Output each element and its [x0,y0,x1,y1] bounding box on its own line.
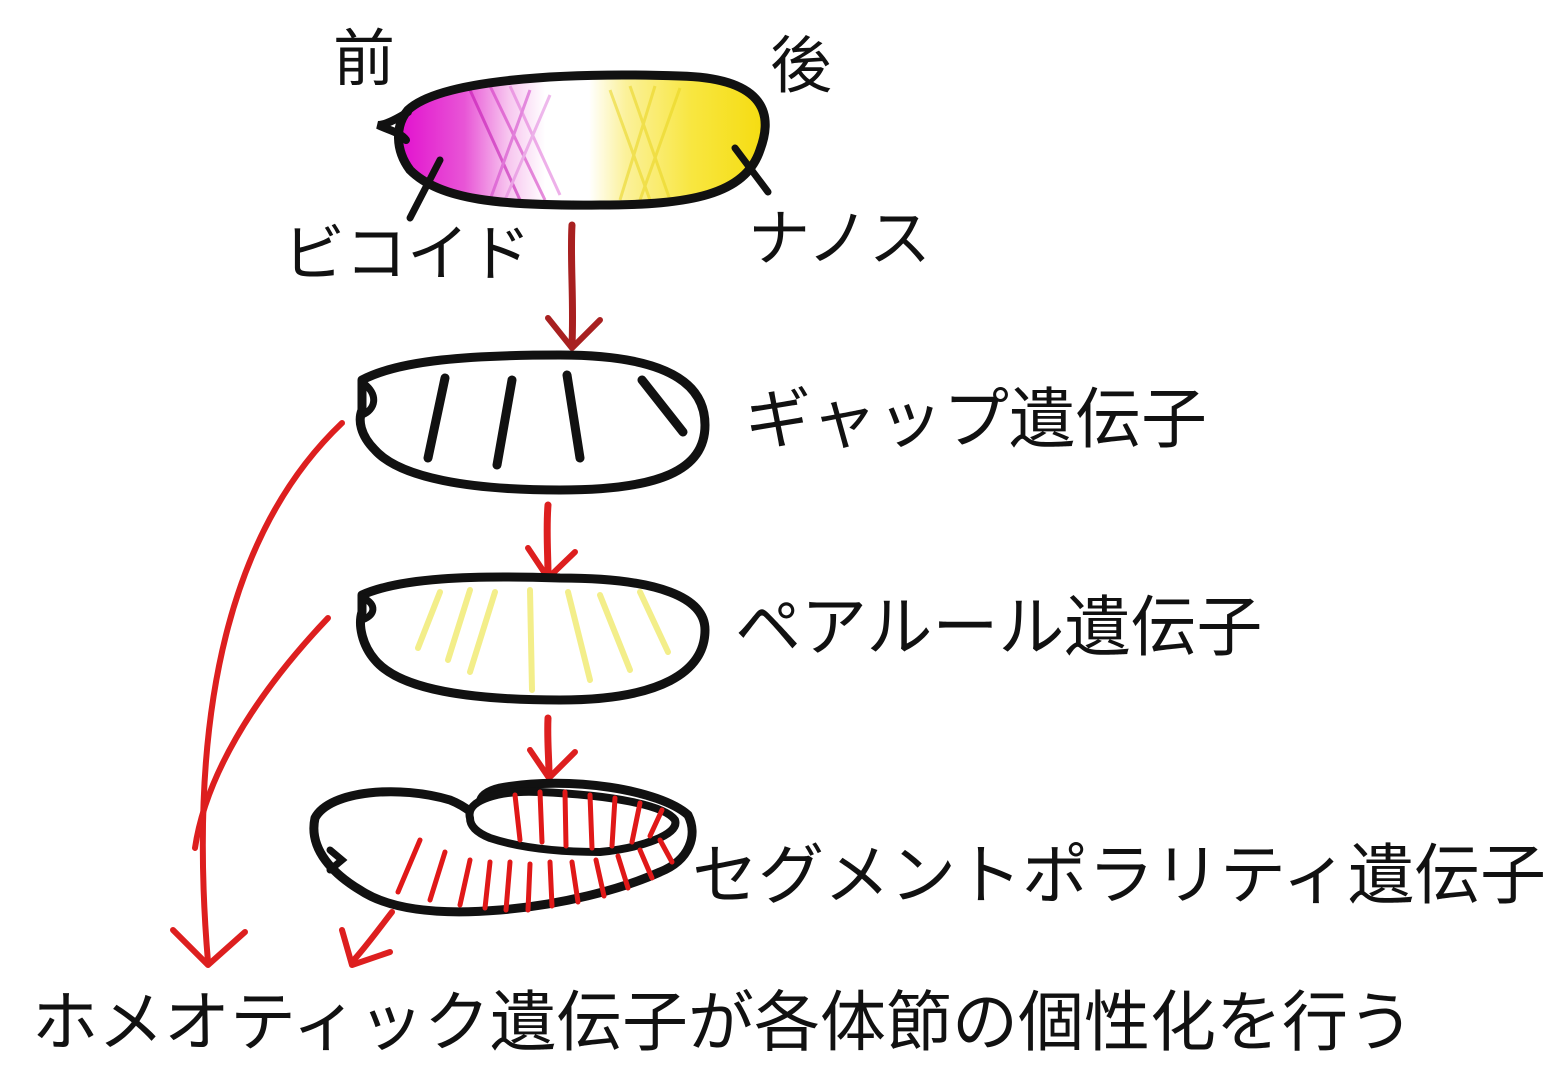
nanos-pointer [731,144,772,196]
segment-polarity-embryo [309,778,697,917]
anterior-label: 前 [333,22,396,95]
gap-gene-label: ギャップ遺伝子 [745,381,1207,458]
bicoid-label: ビコイド [283,217,532,290]
bicoid-pointer [406,156,444,222]
arrow-pairrule-to-segment [527,714,578,781]
pairrule-embryo [356,572,710,705]
segment-polarity-gene-label: セグメントポラリティ遺伝子 [692,837,1547,914]
posterior-label: 後 [770,29,833,102]
arrow-gap-to-homeotic [199,420,345,965]
gradient-hatching [468,85,682,201]
arrow-gap-to-pairrule [525,501,578,581]
arrow-pairrule-to-homeotic [192,615,331,851]
segment-stripes [395,789,675,913]
gap-stripes [423,370,688,470]
arrow-egg-to-gap [545,221,603,351]
gap-embryo [355,350,710,495]
pairrule-gene-label: ペアルール遺伝子 [735,589,1263,666]
homeotic-conclusion-label: ホメオティック遺伝子が各体節の個性化を行う [32,984,1415,1061]
arrows-to-homeotic [170,420,395,968]
arrow-segment-to-homeotic [349,909,395,965]
egg-stage [376,70,772,222]
nanos-label: ナノス [748,202,931,275]
pairrule-stripes [415,587,671,693]
